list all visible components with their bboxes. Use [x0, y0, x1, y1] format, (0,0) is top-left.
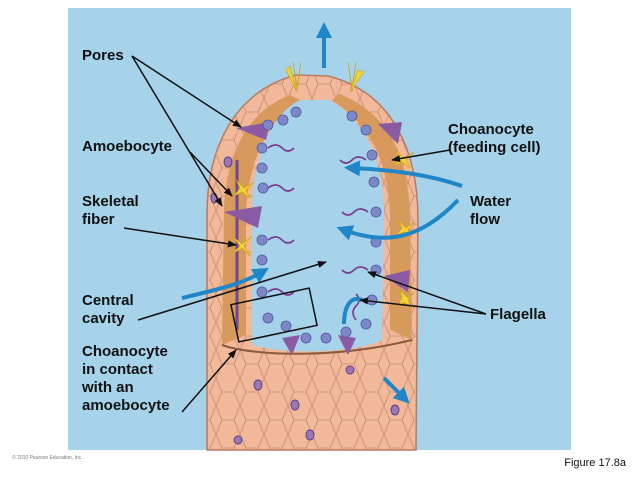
detail-box	[230, 287, 318, 343]
copyright-notice: © 2010 Pearson Education, Inc.	[12, 455, 83, 461]
spicules	[231, 61, 415, 309]
label-flagella: Flagella	[490, 306, 546, 323]
leader-lines	[123, 55, 487, 413]
label-choanocyte: Choanocyte (feeding cell)	[448, 121, 541, 156]
pore-cells	[224, 122, 410, 355]
label-skeletal-fiber: Skeletal fiber	[82, 193, 139, 228]
central-cavity-shape	[252, 100, 384, 352]
label-water-flow: Water flow	[470, 193, 512, 228]
label-central-cavity: Central cavity	[82, 292, 134, 327]
figure-label: Figure 17.8a	[564, 457, 626, 469]
label-amoebocyte: Amoebocyte	[82, 138, 173, 155]
label-choanocyte-in-contact: Choanocyte in contact with an amoebocyte	[82, 343, 170, 414]
choanocytes	[256, 106, 382, 344]
label-pores: Pores	[82, 47, 124, 64]
